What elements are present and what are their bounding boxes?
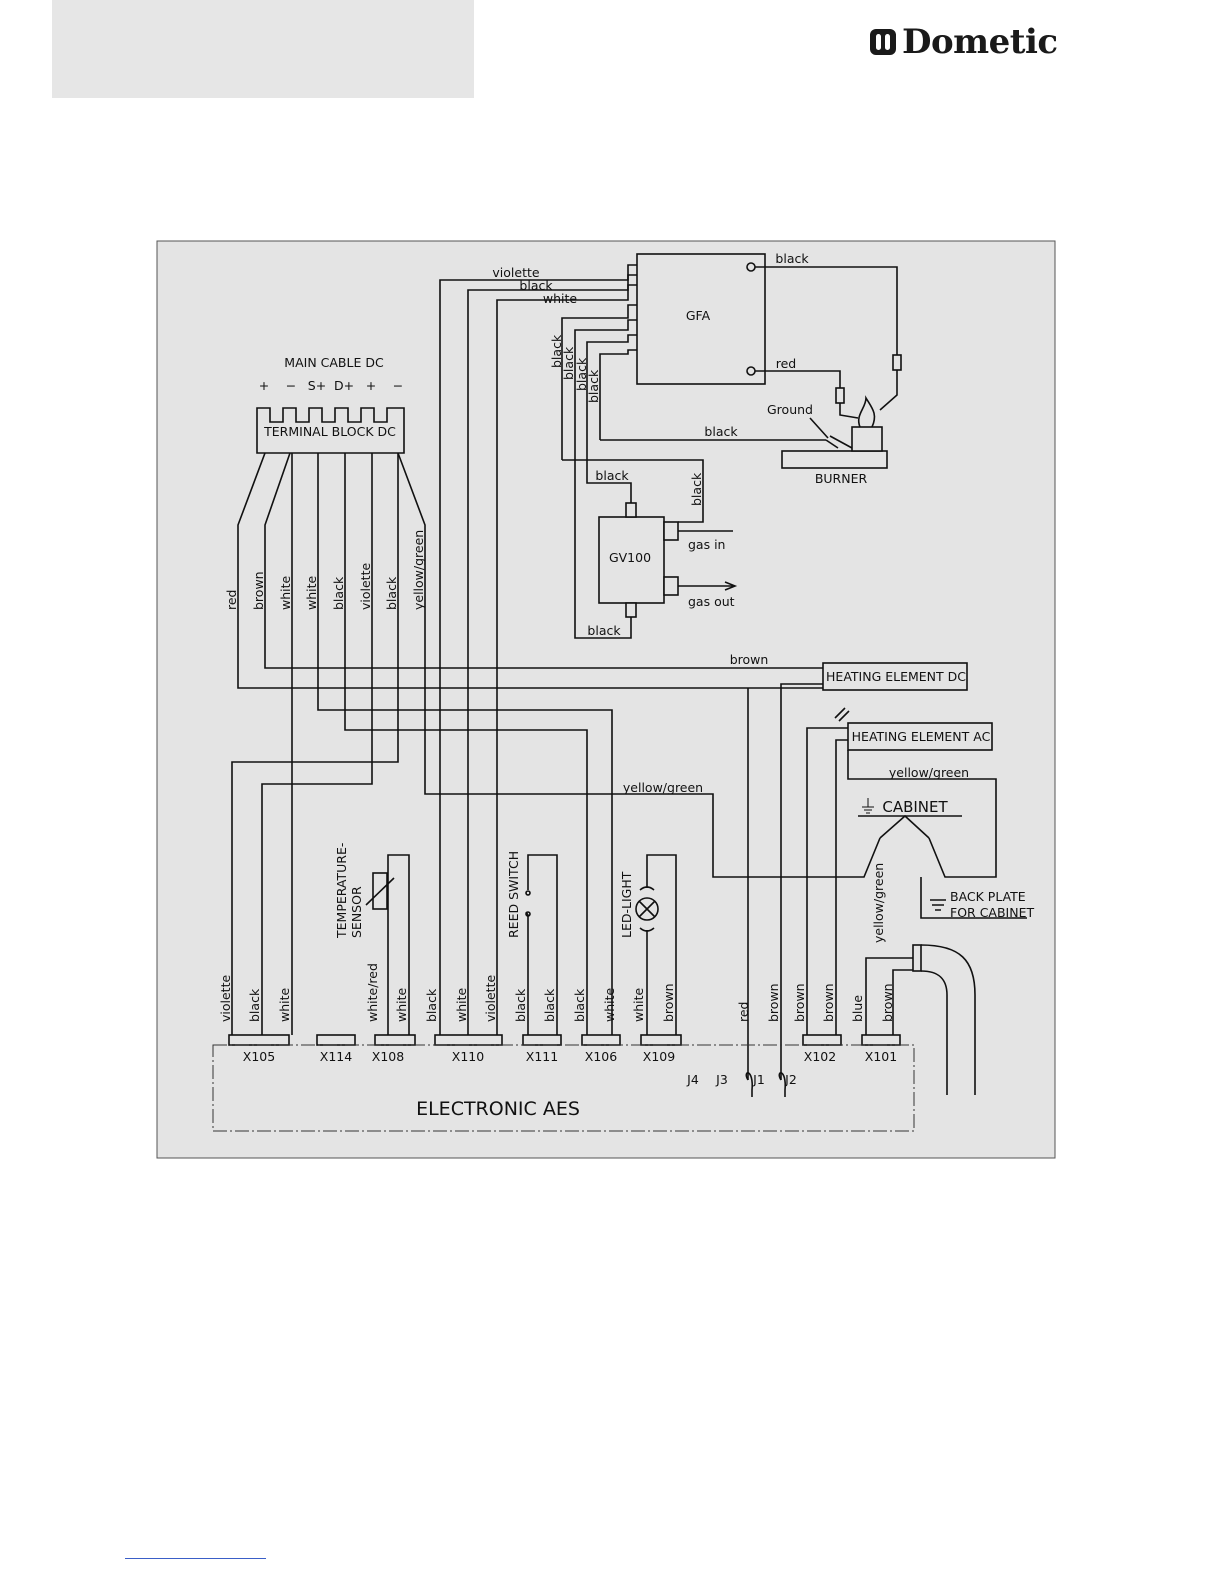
connector-x110: X110 [452, 1049, 484, 1064]
wire-label: brown [730, 652, 769, 667]
terminal-pin-4: D+ [334, 378, 354, 393]
wire-label: white [631, 987, 646, 1022]
wire-label: white [602, 987, 617, 1022]
wire-label: blue [850, 995, 865, 1022]
heating-dc-box [822, 662, 968, 691]
wire-label: brown [880, 983, 895, 1022]
terminal-pin-3: S+ [308, 378, 326, 393]
header-placeholder-box [52, 0, 474, 98]
burner-plate [781, 450, 888, 469]
jumper-j1: J1 [752, 1072, 765, 1087]
connector-x114: X114 [320, 1049, 352, 1064]
back-plate-label-1: BACK PLATE [950, 889, 1026, 904]
wire-label: brown [661, 983, 676, 1022]
wire-label: yellow/green [411, 530, 426, 610]
wire-label: brown [821, 983, 836, 1022]
gas-out-label: gas out [688, 594, 735, 609]
wire-label: red [736, 1002, 751, 1023]
wire-label: white [394, 987, 409, 1022]
wire-label: white [304, 575, 319, 610]
wire-label: black [586, 369, 601, 403]
terminal-block-label: TERMINAL BLOCK DC [263, 424, 396, 439]
wire-label: violette [483, 975, 498, 1022]
terminal-pin-6: − [393, 378, 403, 393]
ground-label: Ground [767, 402, 813, 417]
brand-logo: Dometic [870, 22, 1058, 62]
wire-label: black [587, 623, 621, 638]
wire-label: brown [792, 983, 807, 1022]
wire-label: yellow/green [871, 863, 886, 943]
temp-sensor-label-2: SENSOR [349, 886, 364, 938]
wire-label: white [277, 987, 292, 1022]
electronic-aes-label: ELECTRONIC AES [416, 1098, 580, 1120]
gfa-label: GFA [686, 308, 711, 323]
wires [228, 253, 1027, 1097]
connector-x101: X101 [865, 1049, 897, 1064]
wire-label: violette [492, 265, 539, 280]
gas-in-label: gas in [688, 537, 725, 552]
terminal-pin-1: + [259, 378, 269, 393]
electronic-aes-box [212, 1044, 915, 1132]
cabinet-label: CABINET [882, 798, 948, 816]
wire-label: white/red [365, 963, 380, 1022]
jumper-j3: J3 [715, 1072, 728, 1087]
connector-x111: X111 [526, 1049, 558, 1064]
heating-ac-box [847, 722, 993, 751]
labels: GFA GV100 BURNER Ground MAIN CABLE DC TE… [218, 251, 1034, 1120]
wire-label: black [424, 988, 439, 1022]
wire-label: black [542, 988, 557, 1022]
jumper-j4: J4 [686, 1072, 699, 1087]
heating-ac-label: HEATING ELEMENT AC [852, 729, 991, 744]
wire-label: black [704, 424, 738, 439]
terminal-pin-2: − [286, 378, 296, 393]
wire-label: black [595, 468, 629, 483]
terminal-pin-5: + [366, 378, 376, 393]
gv100-label: GV100 [609, 550, 651, 565]
connector-x105: X105 [243, 1049, 275, 1064]
wire-label: black [561, 346, 576, 380]
main-cable-label: MAIN CABLE DC [284, 355, 384, 370]
heating-dc-label: HEATING ELEMENT DC [826, 669, 966, 684]
wire-label: black [775, 251, 809, 266]
gfa-box [636, 253, 766, 385]
wire-label: white [454, 987, 469, 1022]
wire-label: black [247, 988, 262, 1022]
wire-label: black [549, 334, 564, 368]
connector-x109: X109 [643, 1049, 675, 1064]
wire-label: red [224, 590, 239, 611]
wire-label: brown [766, 983, 781, 1022]
wire-label: white [543, 291, 578, 306]
dometic-logo-icon [870, 29, 896, 55]
jumper-j2: J2 [784, 1072, 797, 1087]
wire-label: white [278, 575, 293, 610]
wire-label: black [519, 278, 553, 293]
footer-line [125, 1558, 266, 1559]
wire-label: yellow/green [623, 780, 703, 795]
wire-label: red [776, 356, 797, 371]
led-light-label: LED-LIGHT [619, 871, 634, 938]
burner-label: BURNER [815, 471, 868, 486]
wire-label: black [331, 576, 346, 610]
wire-label: brown [251, 571, 266, 610]
reed-switch-label: REED SWITCH [506, 851, 521, 938]
connector-x106: X106 [585, 1049, 617, 1064]
connector-x108: X108 [372, 1049, 404, 1064]
brand-name: Dometic [902, 22, 1058, 62]
connector-x102: X102 [804, 1049, 836, 1064]
wire-label: black [513, 988, 528, 1022]
back-plate-label-2: FOR CABINET [950, 905, 1034, 920]
diagram-frame [156, 240, 1056, 1159]
wire-label: black [574, 357, 589, 391]
wire-label: black [572, 988, 587, 1022]
wire-label: violette [218, 975, 233, 1022]
wire-label: black [384, 576, 399, 610]
temp-sensor-label-1: TEMPERATURE- [334, 843, 349, 939]
wire-label: yellow/green [889, 765, 969, 780]
wire-label: black [689, 472, 704, 506]
wire-label: violette [358, 563, 373, 610]
